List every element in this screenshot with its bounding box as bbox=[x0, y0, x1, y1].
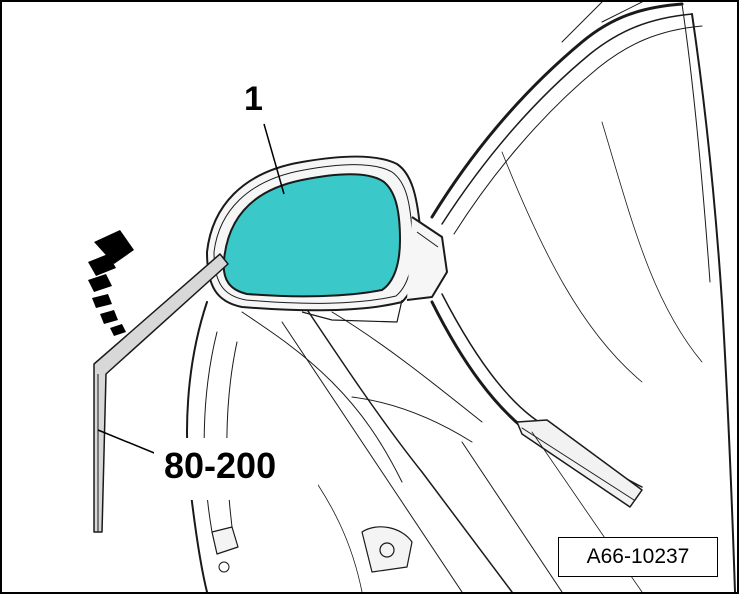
part-number-label: 1 bbox=[244, 80, 263, 118]
figure-id-label: A66-10237 bbox=[558, 537, 718, 577]
motion-arrow-icon bbox=[88, 230, 134, 336]
tool-leader-line bbox=[97, 429, 165, 458]
tool-lever bbox=[93, 253, 229, 533]
mirror-glass bbox=[222, 173, 402, 298]
part-leader-line bbox=[263, 123, 285, 195]
tool-number-label: 80-200 bbox=[154, 438, 318, 500]
